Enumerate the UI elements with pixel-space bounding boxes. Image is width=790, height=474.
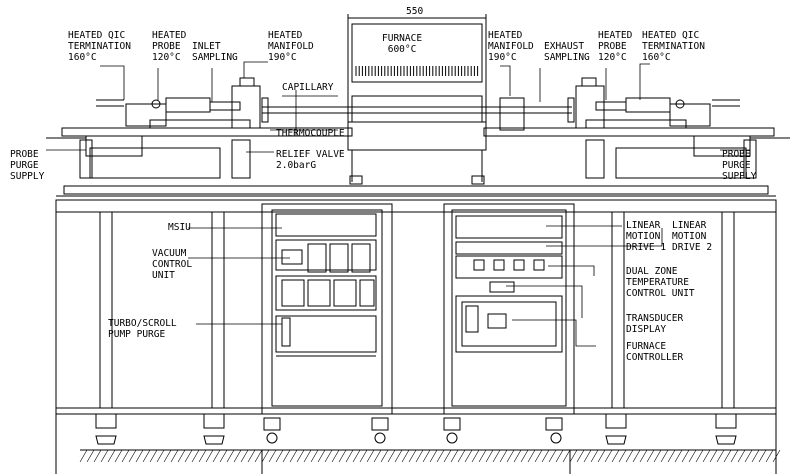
label-heated-manifold-left: HEATED MANIFOLD 190°C xyxy=(268,30,314,63)
label-linear-motion-drive-2: LINEAR MOTION DRIVE 2 xyxy=(672,220,713,253)
right-rack xyxy=(443,203,575,444)
left-rack xyxy=(261,203,393,444)
label-capillary: CAPILLARY xyxy=(282,82,334,93)
label-heated-qic-left: HEATED QIC TERMINATION 160°C xyxy=(68,30,131,63)
label-probe-purge-right: PROBE PURGE SUPPLY xyxy=(722,149,757,182)
label-thermocouple: THERMOCOUPLE xyxy=(276,128,345,139)
support-frame xyxy=(55,211,777,474)
ground xyxy=(79,449,781,474)
label-dual-zone: DUAL ZONE TEMPERATURE CONTROL UNIT xyxy=(626,266,695,299)
label-inlet-sampling: INLET SAMPLING xyxy=(192,41,238,63)
label-exhaust-sampling: EXHAUST SAMPLING xyxy=(544,41,590,63)
label-furnace-controller: FURNACE CONTROLLER xyxy=(626,341,684,363)
label-heated-qic-right: HEATED QIC TERMINATION 160°C xyxy=(642,30,705,63)
dimension-label: 550 xyxy=(406,6,424,17)
label-linear-motion-drive-1: LINEAR MOTION DRIVE 1 xyxy=(626,220,667,253)
label-relief-valve: RELIEF VALVE 2.0barG xyxy=(276,149,345,171)
label-heated-manifold-right: HEATED MANIFOLD 190°C xyxy=(488,30,534,63)
label-heated-probe-right: HEATED PROBE 120°C xyxy=(598,30,633,63)
furnace-body xyxy=(262,17,572,185)
label-transducer: TRANSDUCER DISPLAY xyxy=(626,313,684,335)
left-probe-assembly xyxy=(46,77,353,179)
bench-rail xyxy=(55,185,777,213)
label-furnace: FURNACE 600°C xyxy=(382,33,423,55)
label-turbo-scroll: TURBO/SCROLL PUMP PURGE xyxy=(108,318,177,340)
label-vacuum-control-unit: VACUUM CONTROL UNIT xyxy=(152,248,193,281)
label-heated-probe-left: HEATED PROBE 120°C xyxy=(152,30,187,63)
label-msiu: MSIU xyxy=(168,222,191,233)
dimension-line xyxy=(347,14,487,20)
leader-lines xyxy=(46,61,750,347)
label-probe-purge-left: PROBE PURGE SUPPLY xyxy=(10,149,45,182)
right-probe-assembly xyxy=(483,77,790,179)
